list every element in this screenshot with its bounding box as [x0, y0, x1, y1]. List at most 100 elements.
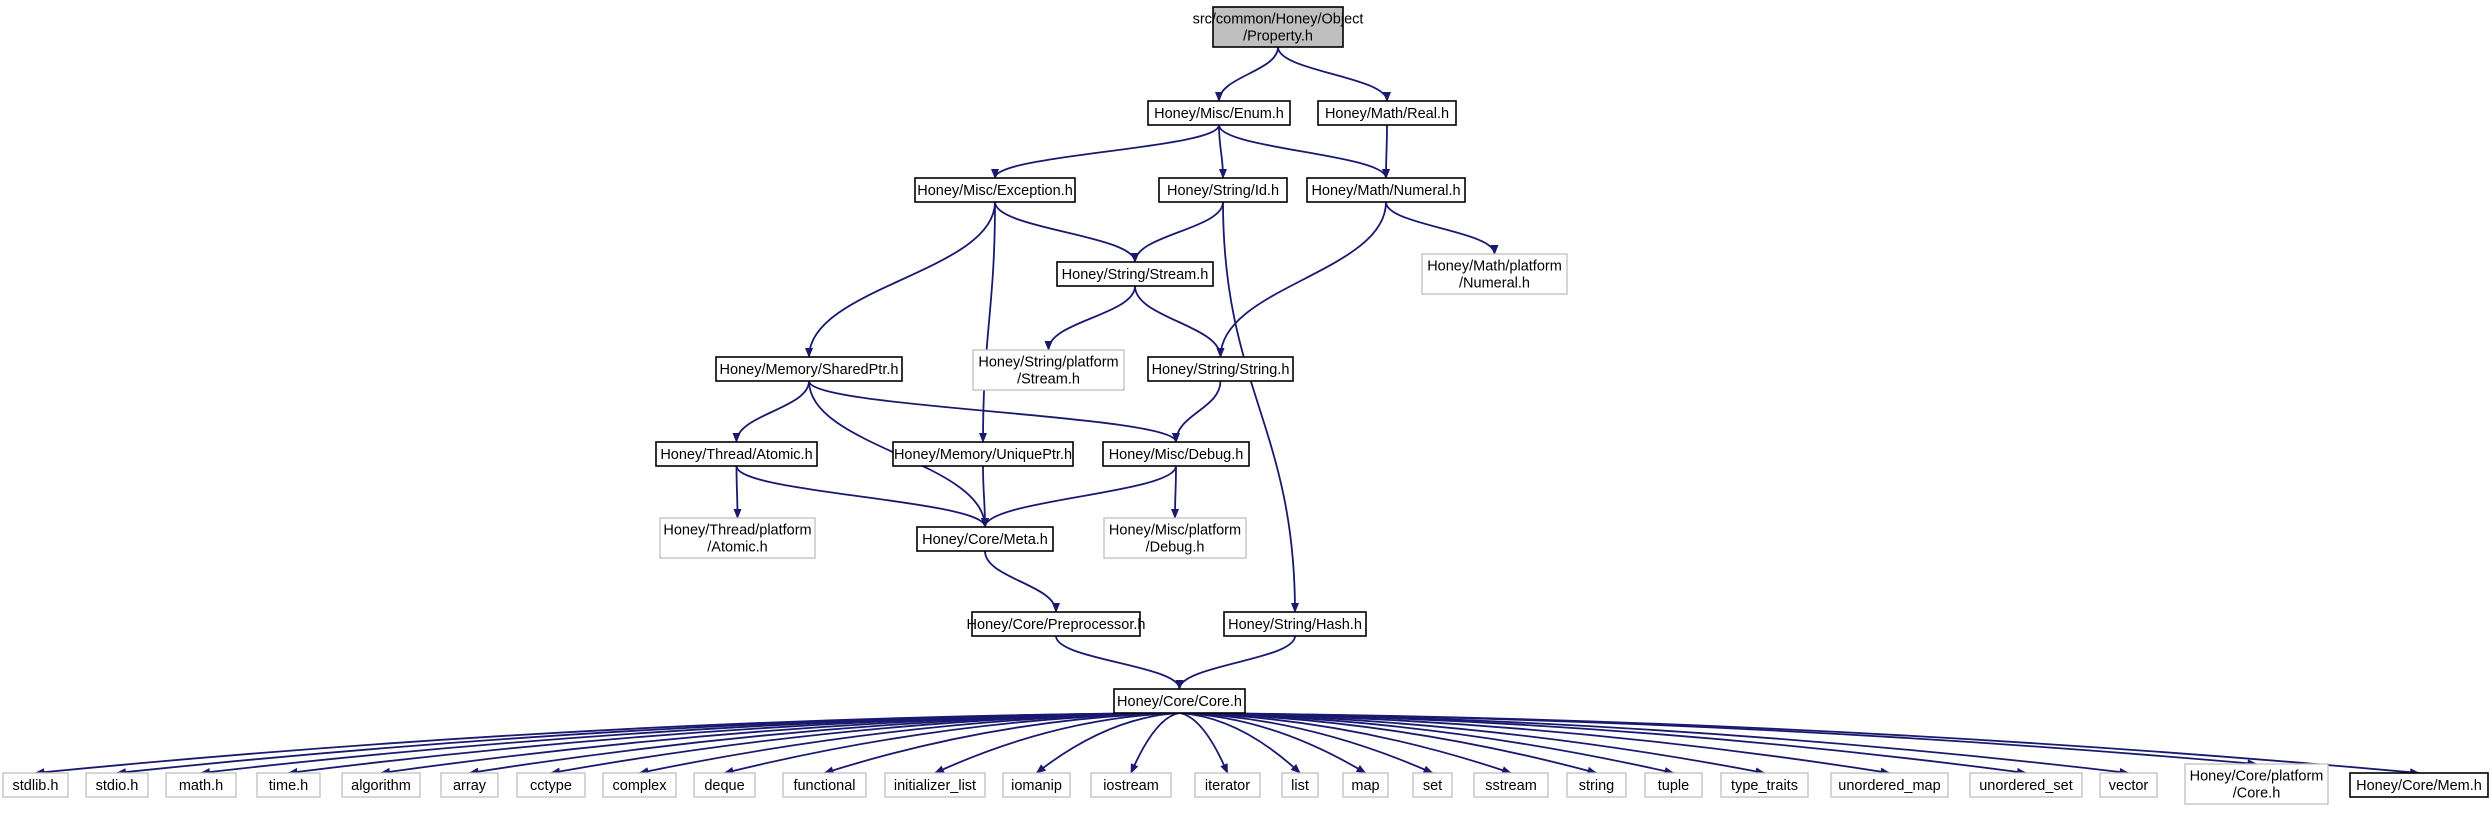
- node-label: /Stream.h: [1017, 372, 1080, 388]
- edge-core-to-iterator: [1179, 712, 1229, 774]
- node-label: Honey/Math/platform: [1427, 259, 1562, 275]
- node-string-string[interactable]: Honey/String/String.h: [1147, 356, 1294, 382]
- node-label: iterator: [1205, 778, 1250, 794]
- node-label: array: [453, 778, 487, 794]
- node-initializer-list: initializer_list: [884, 772, 986, 798]
- edge-core-to-unordered-map: [1179, 712, 1891, 776]
- edge-debug-to-debug-platform: [1171, 465, 1180, 519]
- node-label: Honey/Thread/Atomic.h: [660, 447, 812, 463]
- node-box: [1090, 772, 1172, 798]
- edge-core-to-functional: [823, 712, 1180, 775]
- node-box: [440, 772, 499, 798]
- node-sharedptr[interactable]: Honey/Memory/SharedPtr.h: [715, 356, 903, 382]
- node-atomic[interactable]: Honey/Thread/Atomic.h: [655, 441, 818, 467]
- node-box: [1473, 772, 1549, 798]
- node-label: algorithm: [351, 778, 411, 794]
- node-label: /Core.h: [2233, 786, 2281, 802]
- node-box: [1147, 100, 1291, 126]
- node-tuple: tuple: [1644, 772, 1703, 798]
- node-box: [165, 772, 237, 798]
- node-label: Honey/Core/platform: [2190, 769, 2324, 785]
- edge-hash-to-core: [1175, 635, 1296, 690]
- node-box: [85, 772, 149, 798]
- node-unordered-map: unordered_map: [1830, 772, 1949, 798]
- node-string: string: [1566, 772, 1627, 798]
- node-list: list: [1281, 772, 1319, 798]
- node-box: [1412, 772, 1453, 798]
- node-box: [715, 356, 903, 382]
- node-property[interactable]: src/common/Honey/Object/Property.h: [1193, 6, 1364, 48]
- node-box: [1223, 611, 1367, 637]
- node-algorithm: algorithm: [341, 772, 421, 798]
- node-box: [655, 441, 818, 467]
- node-box: [1212, 6, 1344, 48]
- node-uniqueptr[interactable]: Honey/Memory/UniquePtr.h: [892, 441, 1074, 467]
- node-label: Honey/Math/Numeral.h: [1311, 183, 1460, 199]
- node-box: [884, 772, 986, 798]
- edge-core-to-iomanip: [1035, 712, 1180, 774]
- node-functional: functional: [782, 772, 867, 798]
- node-numeral-platform: Honey/Math/platform/Numeral.h: [1421, 253, 1568, 295]
- nodes: src/common/Honey/Object/Property.hHoney/…: [2, 6, 2489, 805]
- node-box: [1281, 772, 1319, 798]
- node-label: unordered_set: [1979, 778, 2073, 794]
- node-array: array: [440, 772, 499, 798]
- node-real[interactable]: Honey/Math/Real.h: [1317, 100, 1457, 126]
- node-map: map: [1342, 772, 1389, 798]
- node-label: /Property.h: [1243, 29, 1313, 45]
- edge-real-to-numeral: [1382, 124, 1391, 179]
- node-core[interactable]: Honey/Core/Core.h: [1113, 688, 1246, 714]
- node-box: [916, 526, 1054, 552]
- edge-exception-to-uniqueptr: [979, 201, 996, 443]
- node-numeral[interactable]: Honey/Math/Numeral.h: [1306, 177, 1466, 203]
- node-box: [1002, 772, 1071, 798]
- node-label: /Numeral.h: [1459, 276, 1530, 292]
- node-string-id[interactable]: Honey/String/Id.h: [1158, 177, 1288, 203]
- node-hash[interactable]: Honey/String/Hash.h: [1223, 611, 1367, 637]
- node-debug[interactable]: Honey/Misc/Debug.h: [1102, 441, 1250, 467]
- edge-core-to-mem: [1179, 712, 2420, 777]
- node-label: Honey/Thread/platform: [663, 523, 811, 539]
- node-label: Honey/String/String.h: [1152, 362, 1290, 378]
- node-label: initializer_list: [894, 778, 976, 794]
- edge-numeral-to-numeral-platform: [1385, 201, 1499, 255]
- node-meta[interactable]: Honey/Core/Meta.h: [916, 526, 1054, 552]
- node-box: [659, 517, 816, 559]
- node-box: [1306, 177, 1466, 203]
- node-unordered-set: unordered_set: [1969, 772, 2083, 798]
- edge-core-to-time: [287, 712, 1180, 776]
- node-label: list: [1291, 778, 1309, 794]
- node-box: [1317, 100, 1457, 126]
- node-stream[interactable]: Honey/String/Stream.h: [1056, 261, 1214, 287]
- node-box: [1830, 772, 1949, 798]
- node-label: Honey/Misc/Enum.h: [1154, 106, 1284, 122]
- node-label: Honey/String/Stream.h: [1062, 267, 1209, 283]
- node-box: [972, 349, 1125, 391]
- edge-exception-to-sharedptr: [805, 201, 996, 358]
- node-iostream: iostream: [1090, 772, 1172, 798]
- node-label: src/common/Honey/Object: [1193, 12, 1364, 28]
- node-box: [1421, 253, 1568, 295]
- node-enum[interactable]: Honey/Misc/Enum.h: [1147, 100, 1291, 126]
- node-label: stdlib.h: [13, 778, 59, 794]
- node-sstream: sstream: [1473, 772, 1549, 798]
- node-vector: vector: [2099, 772, 2158, 798]
- edge-core-to-initializer-list: [934, 712, 1180, 774]
- edge-property-to-enum: [1215, 46, 1279, 102]
- edge-atomic-to-atomic-platform: [733, 465, 742, 519]
- node-label: functional: [793, 778, 855, 794]
- edge-core-to-list: [1179, 712, 1301, 774]
- node-preprocessor[interactable]: Honey/Core/Preprocessor.h: [967, 611, 1146, 637]
- node-mem[interactable]: Honey/Core/Mem.h: [2349, 772, 2489, 798]
- edge-property-to-real: [1277, 46, 1391, 102]
- node-label: stdio.h: [96, 778, 139, 794]
- node-box: [1720, 772, 1809, 798]
- node-box: [892, 441, 1074, 467]
- edge-stream-to-stream-platform: [1044, 285, 1136, 351]
- node-label: type_traits: [1731, 778, 1798, 794]
- node-label: Honey/Misc/platform: [1109, 523, 1241, 539]
- edge-core-to-map: [1179, 712, 1367, 774]
- edge-atomic-to-meta: [735, 465, 989, 528]
- node-exception[interactable]: Honey/Misc/Exception.h: [914, 177, 1076, 203]
- edge-preprocessor-to-core: [1055, 635, 1184, 690]
